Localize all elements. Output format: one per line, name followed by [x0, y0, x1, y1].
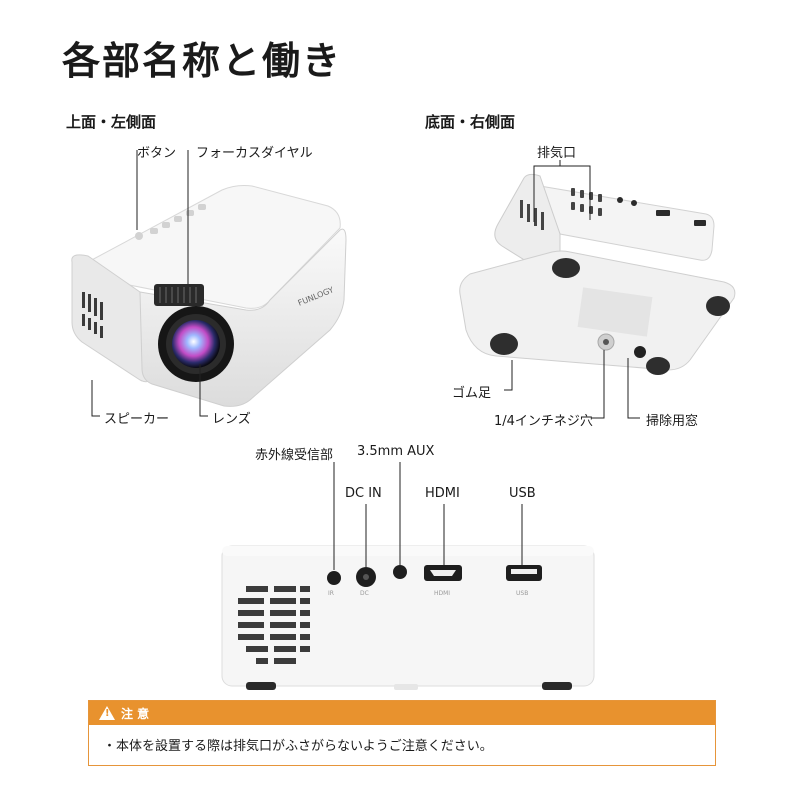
port-mark-usb: USB — [516, 590, 529, 597]
label-dc-in: DC IN — [345, 486, 382, 501]
section-heading-bottom-right: 底面・右側面 — [425, 113, 516, 131]
rubber-feet — [490, 258, 730, 375]
page-title: 各部名称と働き — [62, 39, 343, 83]
notice-header: ! 注 意 — [89, 701, 715, 725]
section-heading-top-left: 上面・左側面 — [66, 113, 157, 131]
label-hdmi: HDMI — [425, 486, 460, 501]
label-aux: 3.5mm AUX — [357, 444, 435, 459]
notice-body: ・本体を設置する際は排気口がふさがらないようご注意ください。 — [103, 739, 493, 754]
label-focus-dial: フォーカスダイヤル — [196, 146, 313, 161]
projector-rear-view — [221, 545, 595, 690]
label-speaker: スピーカー — [104, 412, 170, 427]
port-mark-ir: IR — [328, 590, 334, 597]
ir-receiver — [327, 571, 341, 585]
label-rubber-feet: ゴム足 — [452, 386, 492, 401]
label-ir-receiver: 赤外線受信部 — [255, 448, 334, 463]
top-buttons — [135, 204, 206, 240]
label-button: ボタン — [137, 146, 177, 161]
notice-box: ! 注 意 ・本体を設置する際は排気口がふさがらないようご注意ください。 — [88, 700, 716, 766]
projector-top-view — [71, 185, 347, 407]
aux-port — [393, 565, 407, 579]
label-tripod-hole: 1/4インチネジ穴 — [494, 414, 593, 429]
cleaning-window — [634, 346, 646, 358]
label-lens: レンズ — [212, 412, 251, 427]
notice-heading: 注 意 — [121, 706, 150, 721]
label-exhaust: 排気口 — [537, 146, 577, 161]
speaker-grille — [82, 292, 103, 338]
projector-bottom-view — [459, 173, 736, 375]
port-mark-hdmi: HDMI — [434, 590, 451, 597]
port-mark-dc: DC — [360, 590, 369, 597]
label-cleaning-window: 掃除用窓 — [646, 414, 699, 429]
label-usb: USB — [509, 486, 536, 501]
warning-icon: ! — [99, 706, 115, 720]
